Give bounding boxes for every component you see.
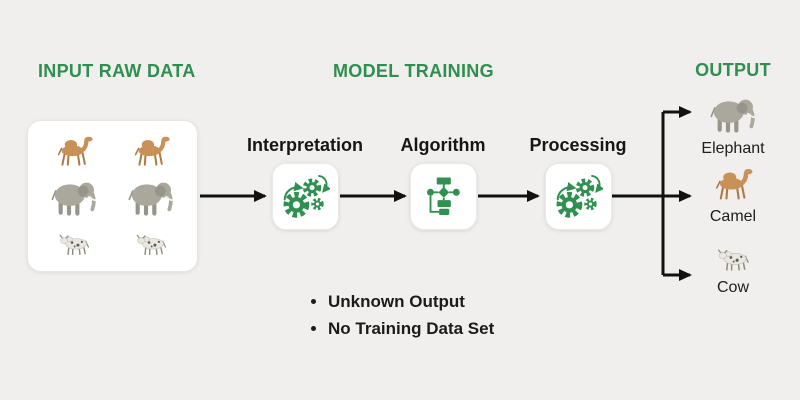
output-item-camel: Camel (699, 165, 767, 226)
output-item-cow: Cow (699, 243, 767, 297)
note-item: Unknown Output (328, 288, 494, 315)
output-label: Camel (709, 208, 757, 225)
output-label: Cow (716, 279, 749, 296)
step-label: Algorithm (400, 135, 486, 155)
notes-list: Unknown Output No Training Data Set (308, 288, 494, 342)
gears-icon (280, 172, 330, 222)
note-text: No Training Data Set (328, 319, 495, 338)
flowchart-icon (409, 163, 477, 230)
cow-icon (711, 243, 755, 272)
note-text: Unknown Output (328, 292, 465, 311)
step-processing: Processing (508, 134, 648, 230)
cow-icon (130, 229, 172, 256)
camel-icon (49, 133, 99, 167)
output-item-elephant: Elephant (699, 93, 767, 158)
flowchart-icon (418, 172, 468, 222)
step-algorithm: Algorithm (373, 134, 513, 230)
output-label: Elephant (701, 140, 765, 157)
elephant-icon (705, 93, 761, 133)
note-item: No Training Data Set (328, 315, 494, 342)
training-section-title: MODEL TRAINING (333, 61, 494, 81)
step-label: Processing (529, 135, 627, 155)
output-section-title: OUTPUT (695, 60, 771, 80)
gears-icon (553, 172, 603, 222)
camel-icon (707, 165, 759, 201)
gears-icon (271, 163, 339, 230)
cow-icon (53, 229, 95, 256)
input-section-title: INPUT RAW DATA (38, 61, 196, 81)
step-label: Interpretation (246, 135, 363, 155)
camel-icon (126, 133, 176, 167)
elephant-icon (47, 176, 101, 216)
step-interpretation: Interpretation (235, 134, 375, 230)
elephant-icon (124, 176, 178, 216)
gears-icon (544, 163, 612, 230)
input-data-card (27, 120, 198, 272)
